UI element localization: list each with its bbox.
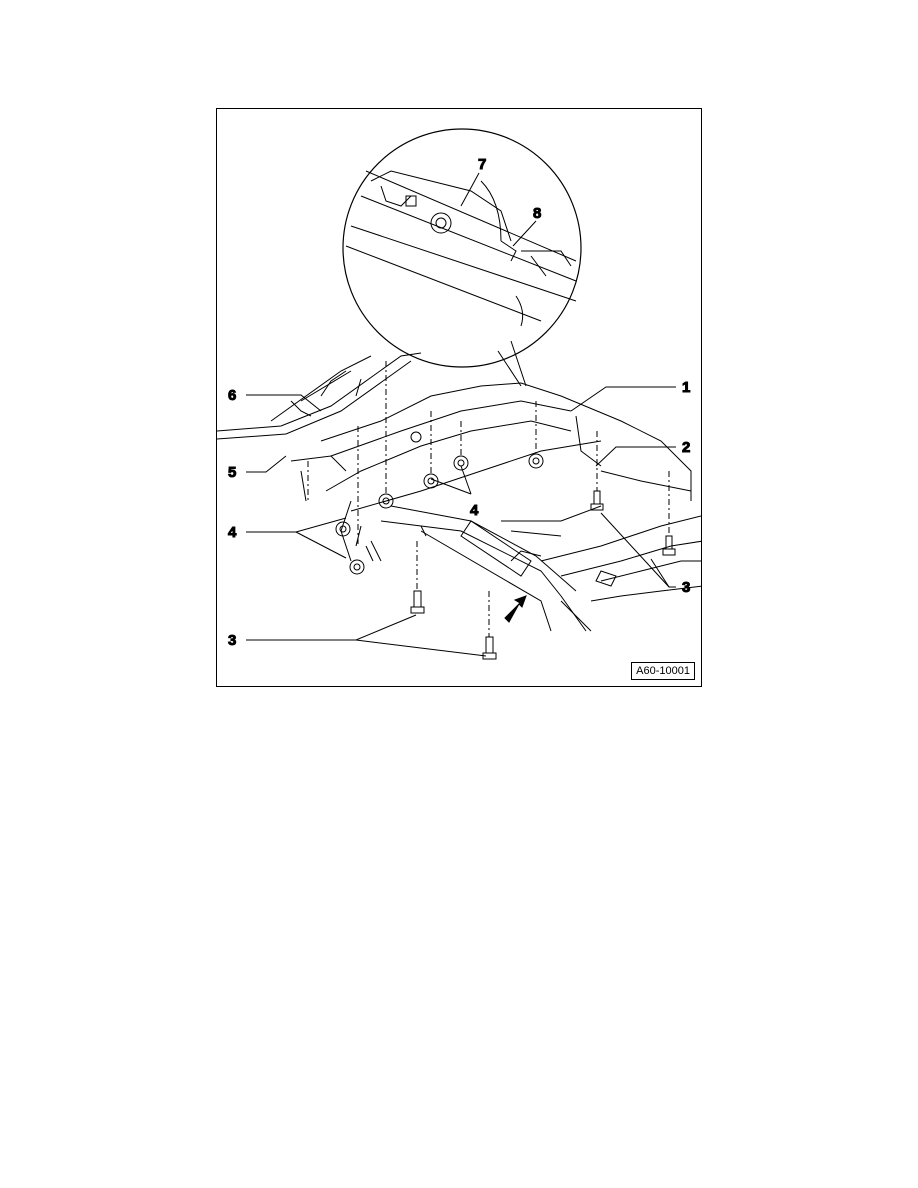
magnifier-pointer-left xyxy=(497,350,522,387)
callout-leaders xyxy=(246,386,676,657)
callout-2: 2 xyxy=(682,439,690,456)
callout-3-bottom: 3 xyxy=(228,632,236,649)
detail-view xyxy=(345,170,577,327)
figure-id: A60-10001 xyxy=(631,662,695,680)
roof-structure xyxy=(217,352,701,632)
magnifier-pointer-right xyxy=(510,340,527,387)
installation-axes xyxy=(307,361,670,637)
callout-8: 8 xyxy=(533,205,541,222)
callout-6: 6 xyxy=(228,387,236,404)
callout-7: 7 xyxy=(478,156,486,173)
detail-leaders xyxy=(460,172,537,247)
callout-4-left: 4 xyxy=(228,524,237,541)
roof-panel-illustration: 7 8 6 1 2 5 4 4 3 3 xyxy=(217,128,701,660)
callout-1: 1 xyxy=(682,379,690,396)
callout-4-center: 4 xyxy=(470,502,479,519)
exploded-view-figure: 7 8 6 1 2 5 4 4 3 3 A60-10001 xyxy=(216,108,702,687)
callout-3-right: 3 xyxy=(682,579,690,596)
direction-arrow xyxy=(504,595,527,623)
fasteners xyxy=(335,431,676,660)
detail-magnifier-circle xyxy=(342,128,582,368)
callout-5: 5 xyxy=(228,464,236,481)
